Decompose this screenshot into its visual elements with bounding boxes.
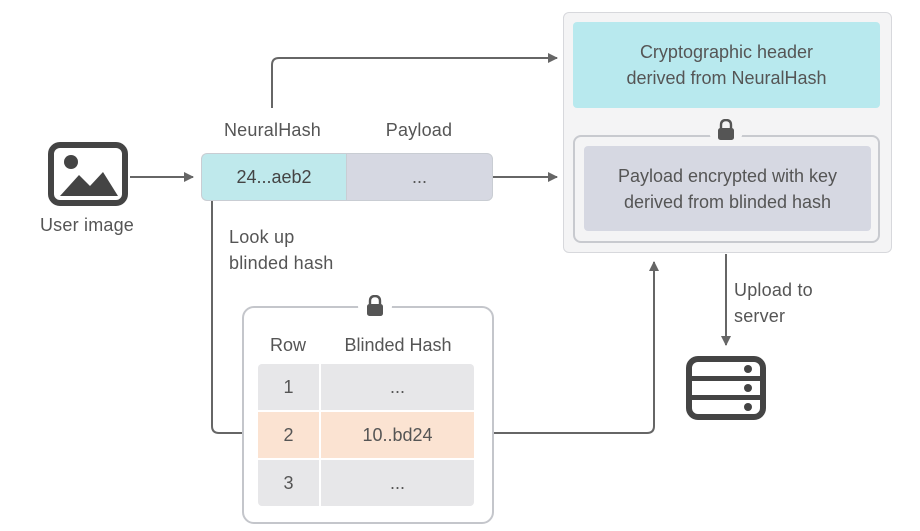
lookup-label: Look up blinded hash xyxy=(229,224,369,276)
table-row-2-hash: 10..bd24 xyxy=(321,412,474,458)
table-row-3-num: 3 xyxy=(258,460,319,506)
table-header-hash: Blinded Hash xyxy=(344,334,452,355)
voucher-lock-badge xyxy=(709,113,743,147)
encrypted-payload-box: Payload encrypted with key derived from … xyxy=(584,146,871,231)
image-icon xyxy=(48,142,128,206)
arrow-row-to-voucher xyxy=(474,261,659,434)
header-text-line2: derived from NeuralHash xyxy=(626,68,827,88)
neuralhash-label: NeuralHash xyxy=(223,119,322,140)
table-lock-badge xyxy=(358,289,392,323)
lock-icon xyxy=(718,119,734,140)
table-row-2-num: 2 xyxy=(258,412,319,458)
arrow-lookup-to-row xyxy=(211,200,273,438)
payload-value-cell: ... xyxy=(346,153,493,201)
user-image xyxy=(48,142,128,206)
server-icon xyxy=(686,356,766,420)
lookup-label-line1: Look up xyxy=(229,227,295,247)
header-text-line1: Cryptographic header xyxy=(639,42,814,62)
upload-label: Upload to server xyxy=(734,277,854,329)
cryptographic-header-box: Cryptographic header derived from Neural… xyxy=(573,22,880,108)
lookup-label-line2: blinded hash xyxy=(229,253,334,273)
lock-icon xyxy=(367,295,383,316)
upload-label-line1: Upload to xyxy=(734,280,813,300)
upload-label-line2: server xyxy=(734,306,786,326)
arrow-hash-to-header xyxy=(271,53,558,108)
server xyxy=(686,356,766,420)
table-row-1-hash: ... xyxy=(321,364,474,410)
payload-text-line1: Payload encrypted with key xyxy=(617,165,838,186)
payload-label: Payload xyxy=(385,119,453,140)
payload-text-line2: derived from blinded hash xyxy=(623,191,832,212)
neuralhash-value-cell: 24...aeb2 xyxy=(201,153,346,201)
table-row-3-hash: ... xyxy=(321,460,474,506)
table-row-1-num: 1 xyxy=(258,364,319,410)
table-header-row: Row xyxy=(269,334,306,355)
user-image-label: User image xyxy=(39,214,135,235)
